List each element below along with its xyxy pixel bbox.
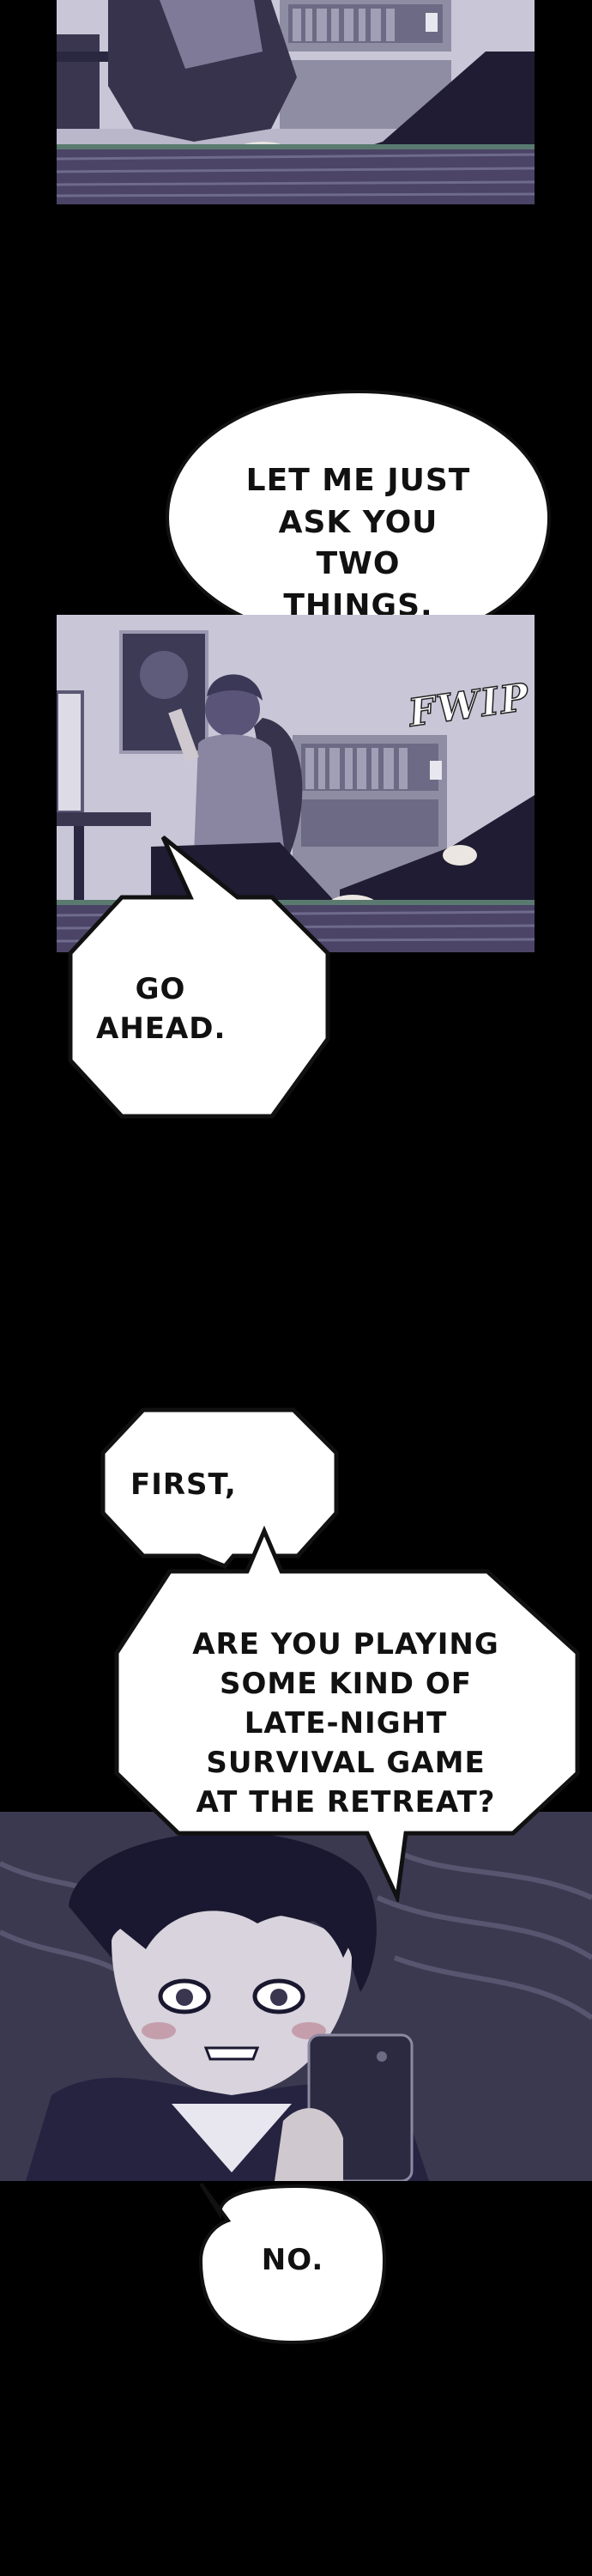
speech-bubble-2: GO AHEAD. <box>62 829 336 1125</box>
room-illustration-top <box>57 0 535 204</box>
speech-bubble-3: FIRST, <box>96 1401 345 1569</box>
speech-bubble-4: ARE YOU PLAYING SOME KIND OF LATE-NIGHT … <box>110 1524 583 1905</box>
speech-bubble-3-text: FIRST, <box>130 1467 237 1502</box>
speech-bubble-3-shape <box>100 1407 339 1569</box>
speech-bubble-5-shape <box>198 2182 387 2345</box>
speech-bubble-4-text: ARE YOU PLAYING SOME KIND OF LATE-NIGHT … <box>192 1627 499 1820</box>
speech-bubble-4-shape <box>114 1525 580 1905</box>
speech-bubble-5-text: NO. <box>261 2243 324 2277</box>
speech-bubble-2-text: GO AHEAD. <box>96 972 227 1046</box>
character-closeup-illustration <box>0 1812 592 2181</box>
speech-bubble-5: NO. <box>194 2179 391 2351</box>
speech-bubble-1: LET ME JUST ASK YOU TWO THINGS. <box>159 385 558 688</box>
speech-bubble-1-text: LET ME JUST ASK YOU TWO THINGS. <box>245 463 471 623</box>
panel-closeup <box>0 1812 592 2181</box>
panel-room-top <box>57 0 535 204</box>
speech-bubble-2-shape <box>68 835 330 1119</box>
